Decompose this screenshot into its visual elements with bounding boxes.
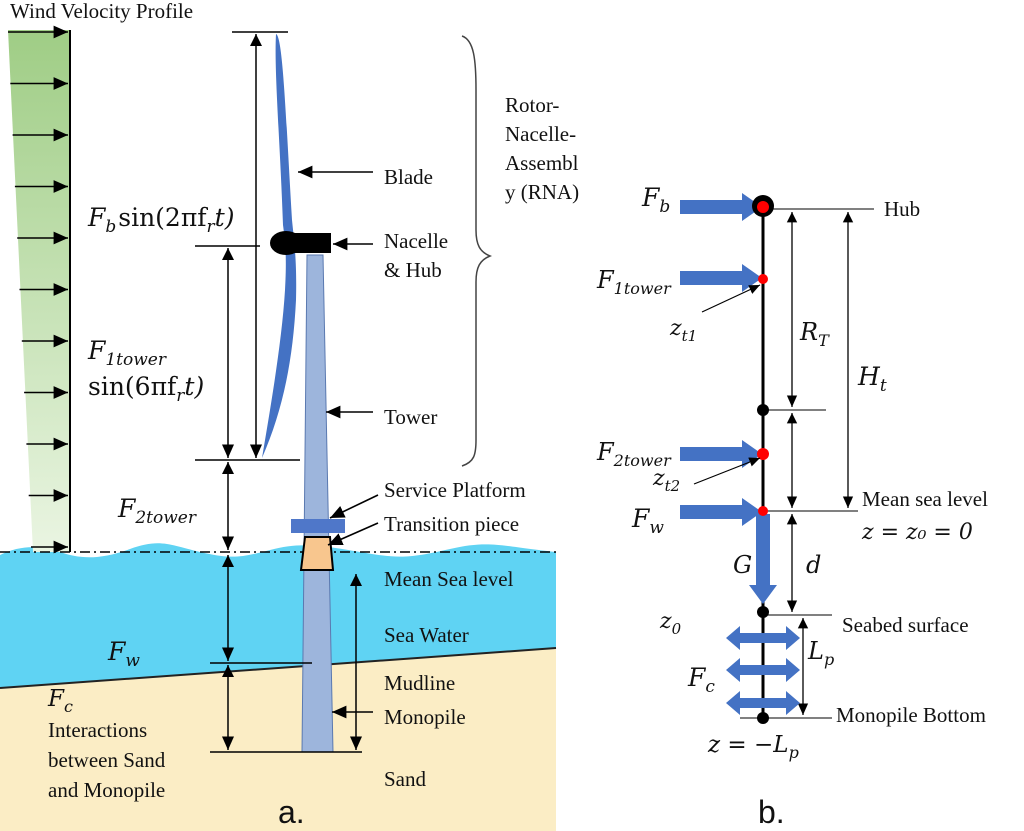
rna-label: Rotor- Nacelle- Assembl y (RNA): [505, 93, 584, 204]
z0-label: z0: [659, 609, 682, 638]
service-platform-label: Service Platform: [384, 478, 526, 502]
sand-region: [0, 648, 556, 831]
fw-label-b: Fw: [631, 504, 664, 538]
d-label: d: [806, 551, 821, 579]
fw-label: Fw: [107, 637, 140, 671]
wind-profile: [8, 30, 70, 552]
panel-b: Hub Fb F1tower zt1 RT Ht F2tower zt2 Fw …: [596, 183, 988, 830]
lp-label: Lp: [807, 637, 834, 669]
tower: [301, 254, 334, 753]
g-arrow: [749, 514, 777, 604]
monopile-label: Monopile: [384, 705, 466, 729]
zt1-node: [758, 274, 768, 284]
fc-label: Fc: [47, 686, 73, 716]
mudline-line: [0, 647, 557, 689]
fc-arrow-1: [726, 626, 800, 650]
fc-arrow-2: [726, 658, 800, 682]
nacelle-hub-label: Nacelle & Hub: [384, 229, 453, 282]
fc-label-b: Fc: [687, 663, 715, 697]
fw-arrow: [680, 498, 762, 526]
f1tower-arrow: [680, 264, 762, 292]
sea-water-label: Sea Water: [384, 623, 469, 647]
blade: [262, 34, 297, 458]
f2tower-arrow: [680, 440, 762, 468]
mean-sea-level-label: Mean Sea level: [384, 567, 514, 591]
panel-b-letter: b.: [758, 794, 785, 830]
hub-node-red: [757, 201, 769, 213]
f2tower-label: F2tower: [117, 494, 197, 528]
service-platform: [291, 519, 345, 533]
interactions-label: Interactions between Sand and Monopile: [48, 718, 170, 802]
rna-brace: [461, 35, 493, 467]
wind-profile-title: Wind Velocity Profile: [10, 0, 193, 23]
f2tower-label-b: F2tower: [596, 438, 672, 470]
mudline-label: Mudline: [384, 671, 455, 695]
fc-arrow-3: [726, 691, 800, 715]
mean-sea-level-label-b: Mean sea level: [862, 487, 988, 511]
transition-piece-label: Transition piece: [384, 512, 519, 536]
panel-a-dimensions: [195, 31, 362, 753]
g-label: G: [733, 551, 752, 579]
panel-a: Wind Velocity Profile Rotor- Nacelle- As…: [0, 0, 584, 831]
f1tower-label-b: F1tower: [596, 266, 672, 298]
panel-b-dimensions: [786, 212, 854, 715]
zt2-label: zt2: [652, 466, 680, 495]
f1tower-sin-expression: sin(6πfrt): [88, 372, 204, 406]
wind-arrows: [8, 25, 68, 554]
panel-b-force-arrows: [680, 193, 800, 715]
rt-node: [757, 404, 769, 416]
seabed-label: Seabed surface: [842, 613, 969, 637]
monopile-bottom-label: Monopile Bottom: [836, 703, 986, 727]
zt2-node: [757, 448, 769, 460]
panel-a-letter: a.: [278, 794, 305, 830]
panel-a-leaders: [298, 165, 379, 719]
fb-label: Fb: [641, 183, 670, 217]
fb-sin-expression: Fbsin(2πfrt): [87, 203, 234, 237]
tower-label: Tower: [384, 405, 437, 429]
rt-label: RT: [799, 318, 830, 350]
sand-label: Sand: [384, 767, 427, 791]
ht-label: Ht: [857, 362, 887, 396]
f1tower-label: F1tower: [87, 336, 167, 370]
blade-label: Blade: [384, 165, 433, 189]
panel-b-leaders: [693, 284, 761, 485]
sea-water-region: [0, 543, 556, 688]
msl-node: [758, 506, 768, 516]
msl-equation: z = z₀ = 0: [861, 520, 973, 545]
fb-arrow: [680, 193, 762, 221]
panel-b-reference-lines: [740, 208, 874, 719]
seabed-node: [757, 606, 769, 618]
bottom-node: [757, 712, 769, 724]
hub: [270, 231, 302, 255]
transition-piece: [299, 536, 335, 571]
bottom-equation: z = −Lp: [707, 732, 799, 762]
zt1-label: zt1: [669, 316, 697, 345]
hub-label: Hub: [884, 197, 920, 221]
